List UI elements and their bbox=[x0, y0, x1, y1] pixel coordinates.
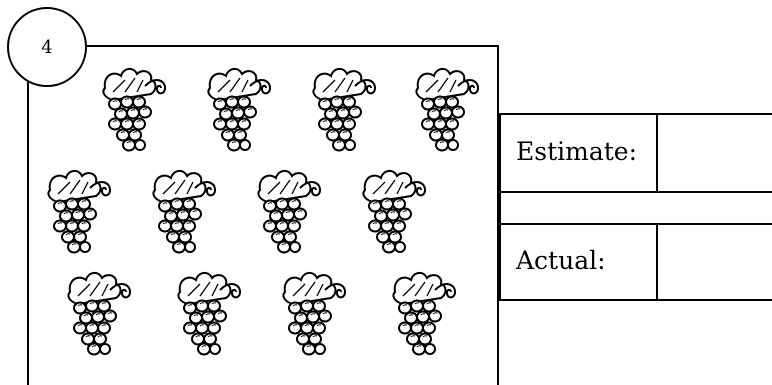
problem-number-badge: 4 bbox=[7, 7, 87, 87]
picture-frame bbox=[27, 45, 499, 385]
problem-number: 4 bbox=[41, 36, 53, 58]
spacer-row bbox=[499, 193, 772, 225]
estimate-divider bbox=[656, 113, 658, 193]
estimate-value-field[interactable] bbox=[660, 115, 772, 191]
actual-divider bbox=[656, 223, 658, 301]
grape-bunch-icon bbox=[67, 271, 131, 356]
grape-bunch-icon bbox=[47, 169, 111, 254]
actual-label: Actual: bbox=[516, 246, 606, 275]
estimate-row bbox=[499, 113, 772, 193]
actual-row bbox=[499, 223, 772, 301]
grape-bunch-icon bbox=[392, 271, 456, 356]
grape-bunch-icon bbox=[312, 67, 376, 152]
grape-bunch-icon bbox=[415, 67, 479, 152]
grape-bunch-icon bbox=[152, 169, 216, 254]
grape-bunch-icon bbox=[207, 67, 271, 152]
grape-bunch-icon bbox=[257, 169, 321, 254]
grape-bunch-icon bbox=[282, 271, 346, 356]
actual-value-field[interactable] bbox=[660, 225, 772, 299]
grape-bunch-icon bbox=[362, 169, 426, 254]
grape-bunch-icon bbox=[102, 67, 166, 152]
estimate-label: Estimate: bbox=[516, 137, 637, 166]
grape-bunch-icon bbox=[177, 271, 241, 356]
